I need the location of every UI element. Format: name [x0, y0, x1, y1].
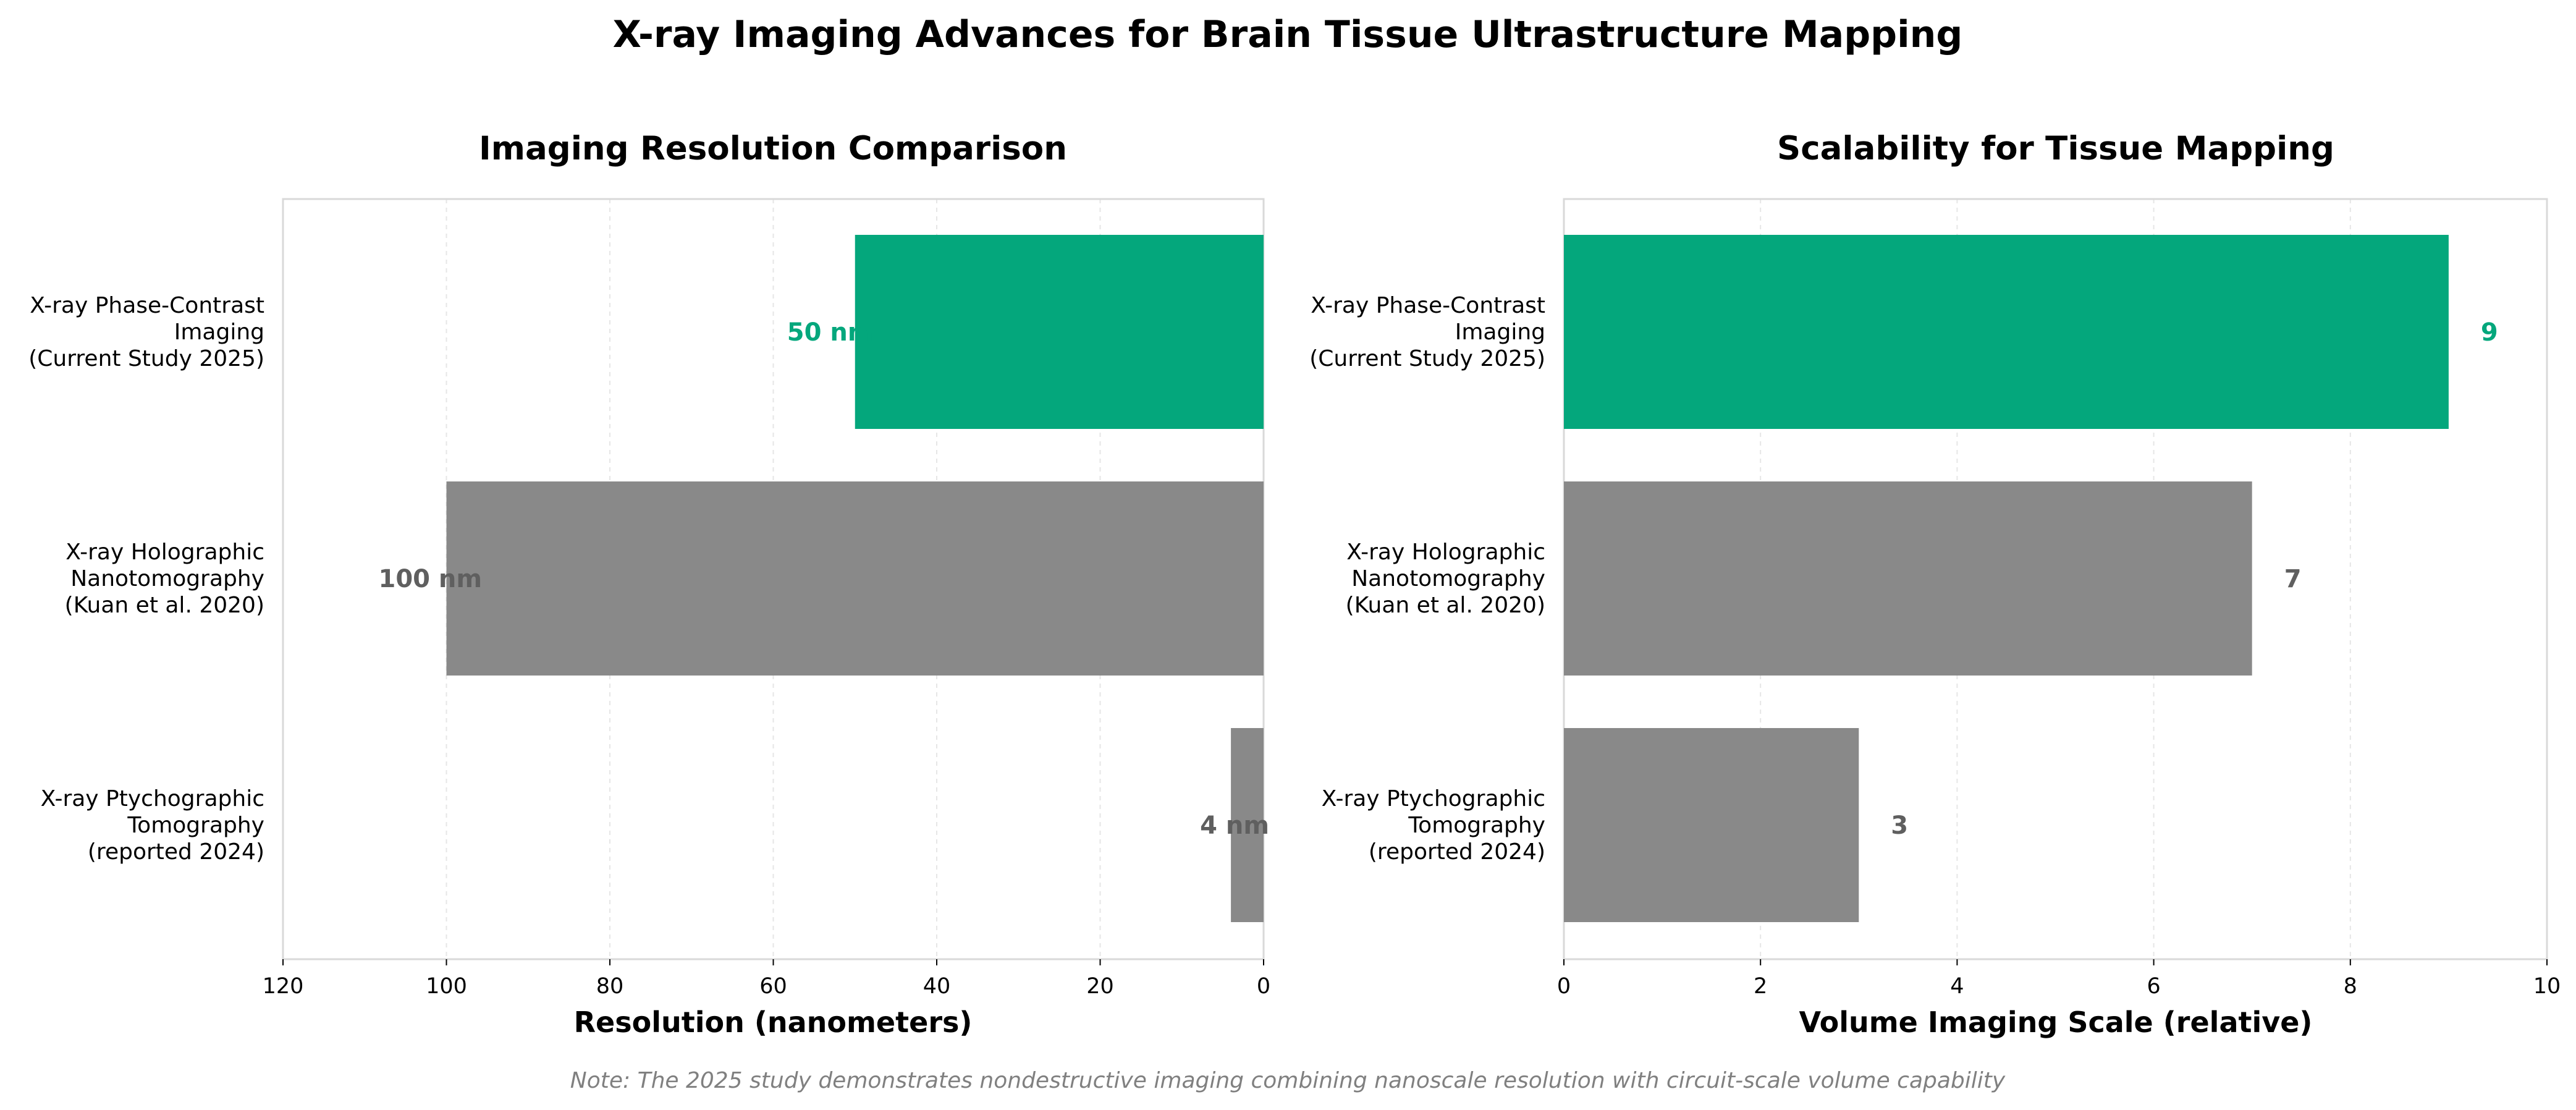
- resolution-x-axis-label: Resolution (nanometers): [574, 1006, 973, 1039]
- scalability-bar: [1564, 728, 1859, 922]
- resolution-value-label: 100 nm: [379, 565, 483, 593]
- resolution-value-label: 50 nm: [787, 318, 874, 347]
- scalability-x-tick-label: 2: [1754, 974, 1767, 999]
- scalability-x-tick-label: 0: [1557, 974, 1571, 999]
- resolution-x-tick-label: 80: [596, 974, 624, 999]
- scalability-value-label: 9: [2481, 318, 2498, 347]
- resolution-x-tick-label: 100: [426, 974, 467, 999]
- resolution-x-ticks: 120 100 80 60 40 20 0: [263, 959, 1270, 999]
- resolution-bar: [1231, 728, 1264, 922]
- resolution-x-tick-label: 20: [1086, 974, 1114, 999]
- resolution-value-labels: 50 nm 100 nm 4 nm: [379, 318, 1270, 840]
- scalability-value-label: 3: [1891, 811, 1908, 840]
- scalability-chart-title: Scalability for Tissue Mapping: [1777, 130, 2334, 167]
- scalability-value-label: 7: [2284, 565, 2302, 593]
- scalability-value-labels: 9 7 3: [1891, 318, 2498, 840]
- scalability-x-tick-label: 10: [2533, 974, 2561, 999]
- resolution-x-tick-label: 120: [263, 974, 304, 999]
- scalability-x-tick-label: 6: [2147, 974, 2160, 999]
- resolution-chart: Imaging Resolution Comparison 50 nm 100 n…: [28, 130, 1270, 1039]
- resolution-x-tick-label: 60: [759, 974, 787, 999]
- scalability-x-tick-label: 4: [1950, 974, 1964, 999]
- resolution-bar: [446, 481, 1264, 676]
- scalability-bars: [1564, 235, 2449, 922]
- resolution-bars: [446, 235, 1264, 922]
- scalability-x-axis-label: Volume Imaging Scale (relative): [1799, 1006, 2313, 1039]
- scalability-chart: Scalability for Tissue Mapping 9 7 3 X-ray…: [1309, 130, 2561, 1039]
- resolution-chart-title: Imaging Resolution Comparison: [479, 130, 1067, 167]
- resolution-value-label: 4 nm: [1200, 811, 1269, 840]
- figure-note: Note: The 2025 study demonstrates nondes…: [570, 1068, 2006, 1093]
- scalability-bar: [1564, 481, 2252, 676]
- resolution-x-tick-label: 40: [923, 974, 951, 999]
- resolution-bar: [855, 235, 1264, 429]
- scalability-x-ticks: 0 2 4 6 8 10: [1557, 959, 2561, 999]
- scalability-bar: [1564, 235, 2449, 429]
- scalability-x-tick-label: 8: [2344, 974, 2357, 999]
- figure-title: X-ray Imaging Advances for Brain Tissue …: [613, 13, 1963, 56]
- resolution-x-tick-label: 0: [1257, 974, 1270, 999]
